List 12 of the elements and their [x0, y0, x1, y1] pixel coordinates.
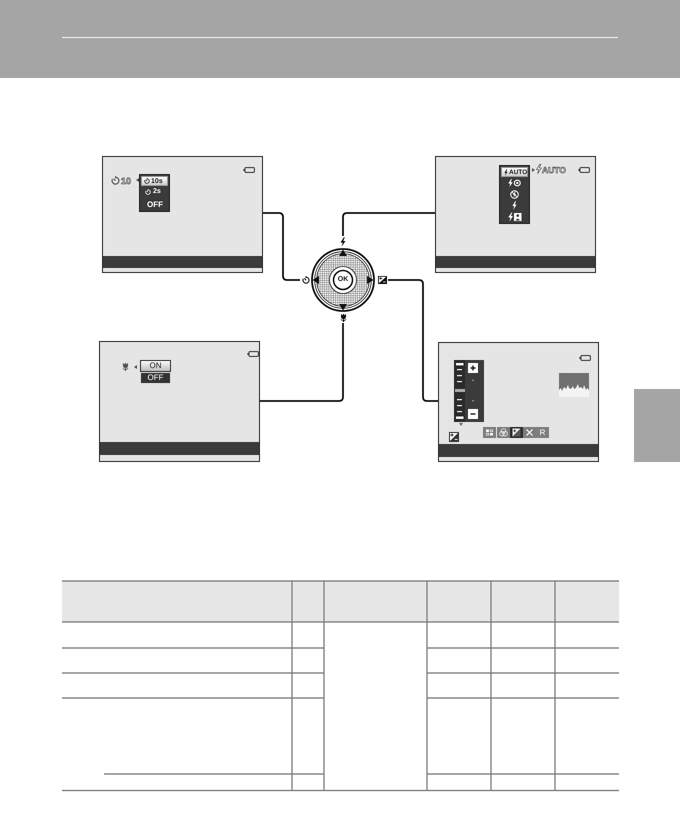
option-label: OFF — [147, 200, 163, 209]
connector-line — [342, 212, 435, 236]
camera-screen — [99, 341, 260, 462]
camera-screen — [102, 156, 263, 273]
mode-value: 10 — [121, 176, 132, 186]
camera-screen — [438, 342, 599, 462]
connector-line — [263, 212, 300, 281]
menu-option: OFF — [140, 372, 171, 384]
selected-option: ON — [140, 360, 171, 372]
connector-line — [260, 323, 344, 402]
camera-screen — [435, 156, 596, 273]
menu-option: R — [536, 427, 549, 438]
